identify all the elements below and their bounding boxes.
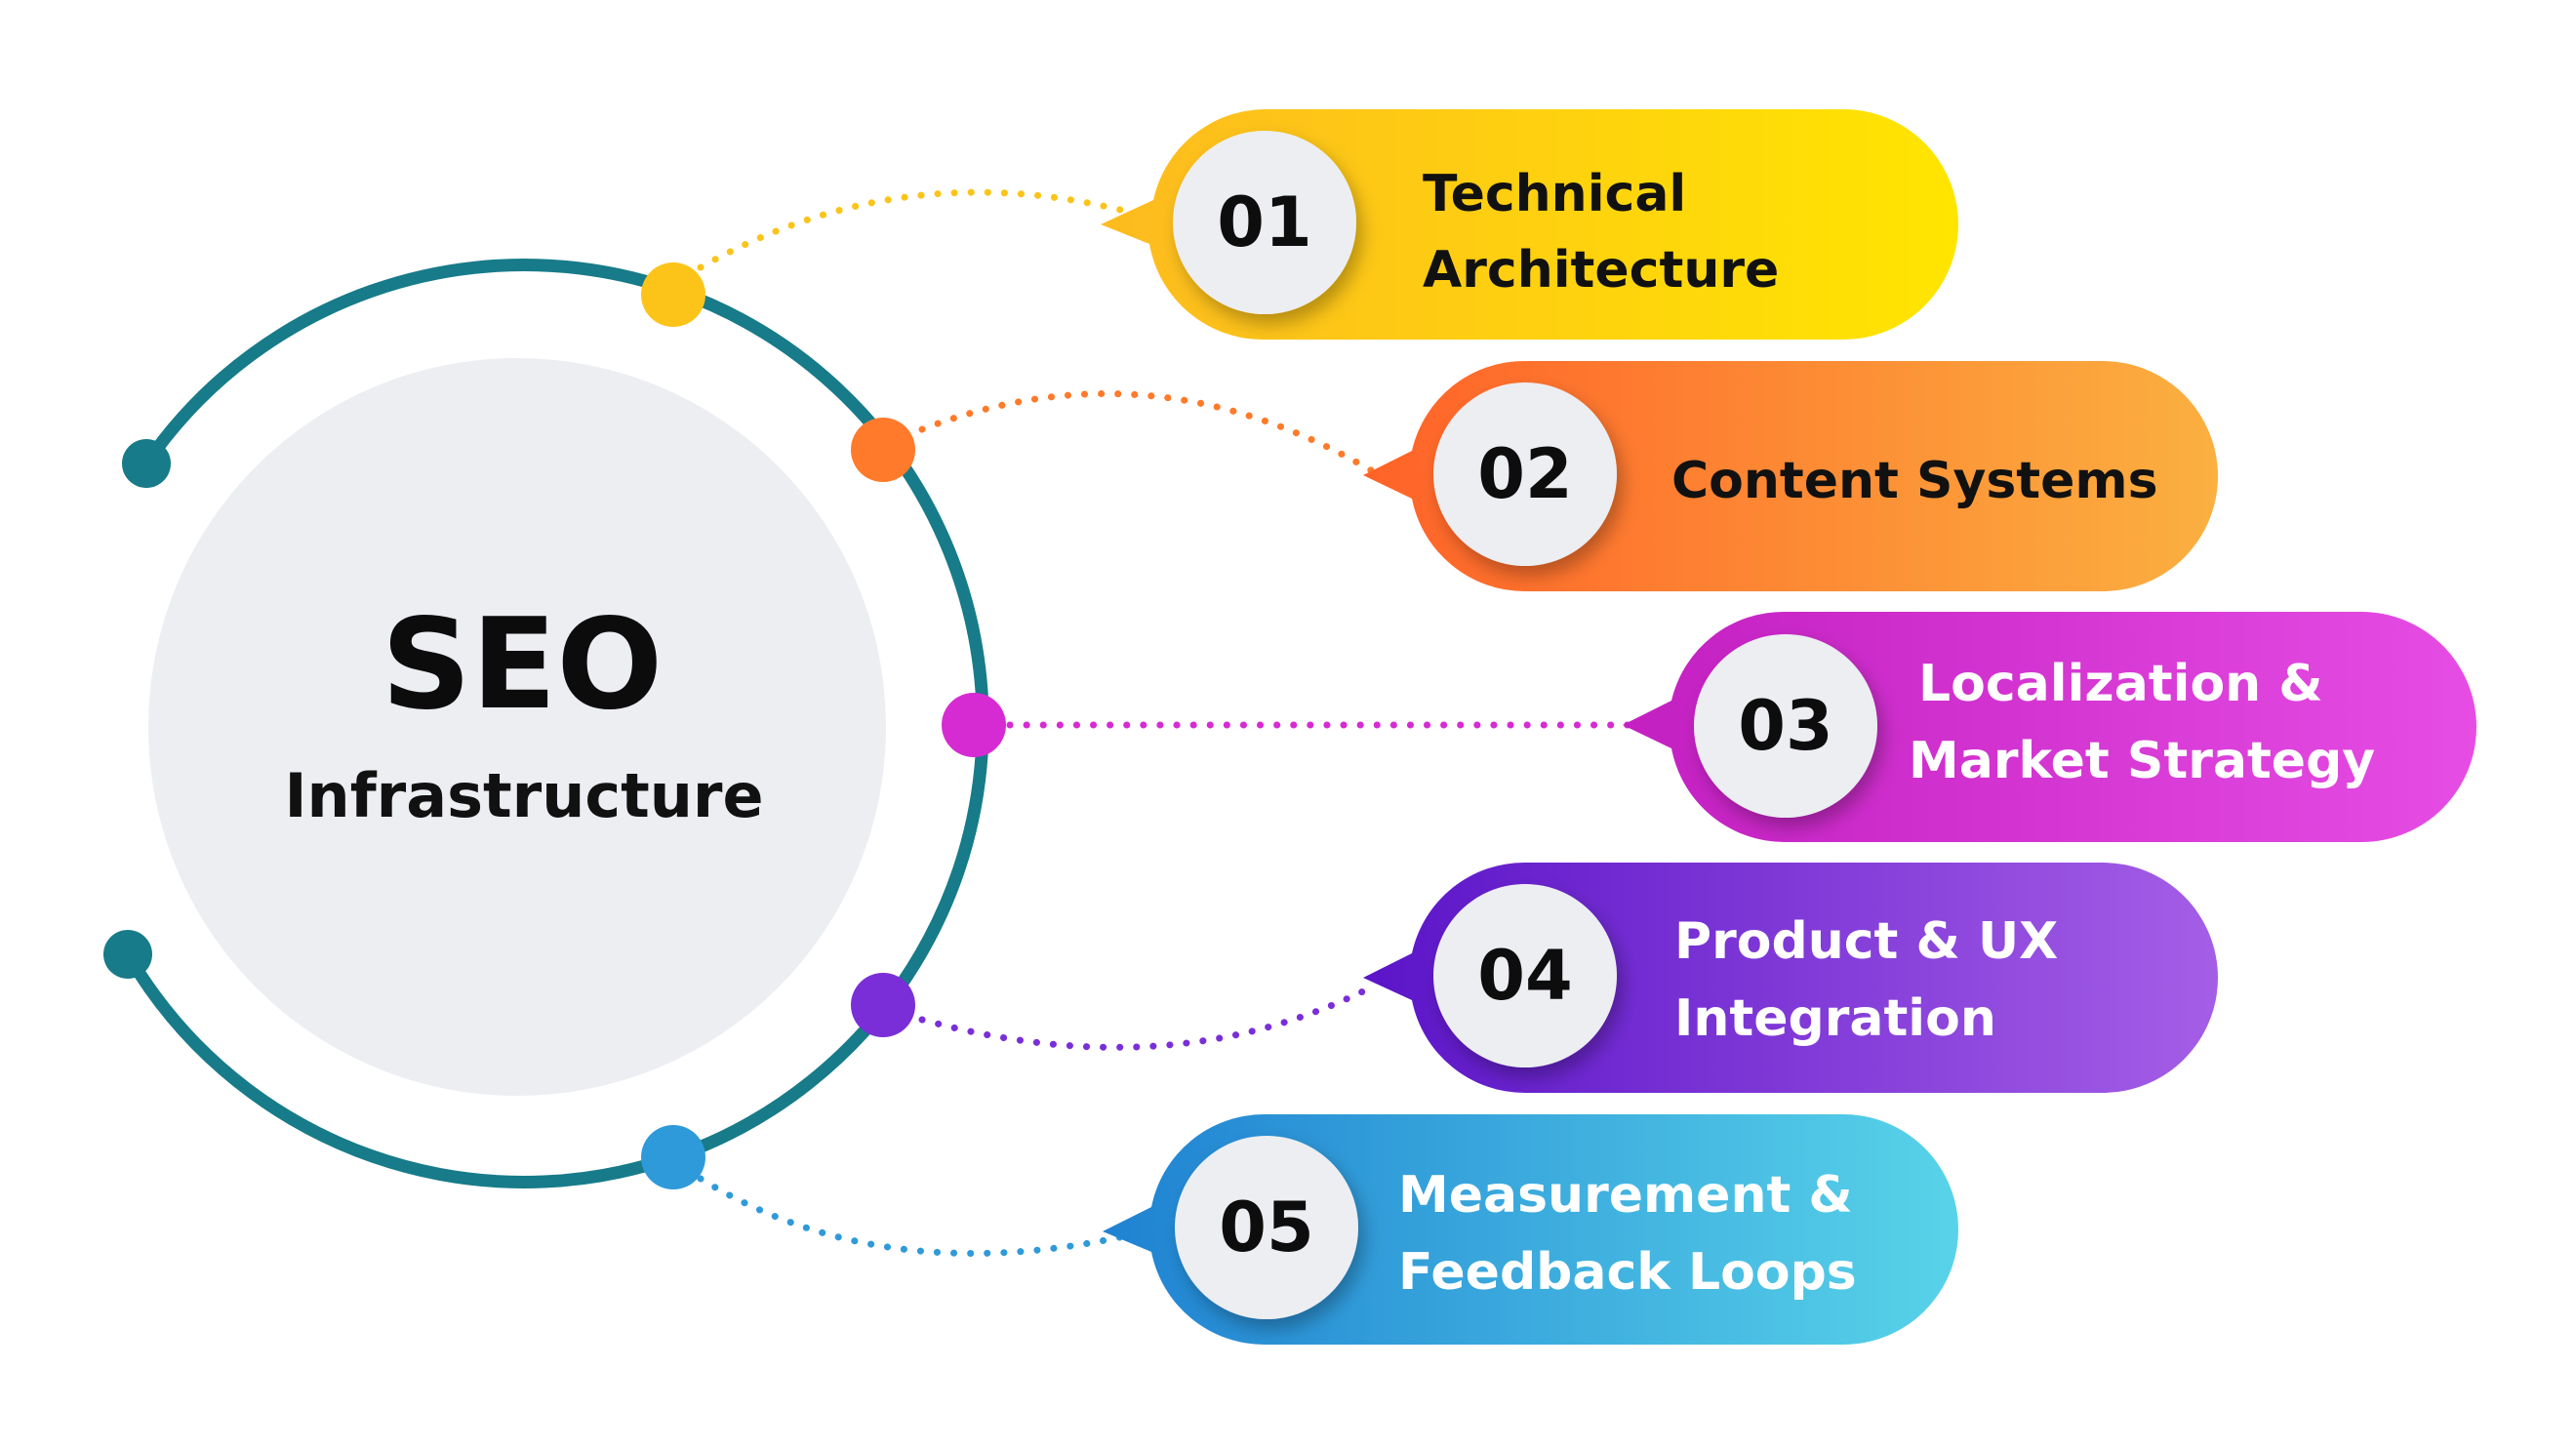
step-label-5-line-1: Measurement & bbox=[1398, 1166, 1853, 1225]
step-card-2: 02 Content Systems bbox=[1363, 360, 2218, 592]
step-number-2: 02 bbox=[1477, 434, 1572, 514]
step-label-3-line-2: Market Strategy bbox=[1909, 732, 2375, 790]
step-number-circle-4 bbox=[1433, 884, 1617, 1067]
step-label-5-line-2: Feedback Loops bbox=[1398, 1243, 1857, 1302]
step-label-2-line-1: Content Systems bbox=[1671, 452, 2158, 510]
step-label-1: Technical Architecture bbox=[1423, 165, 1779, 300]
step-number-3: 03 bbox=[1738, 686, 1832, 766]
center-circle bbox=[148, 358, 886, 1096]
step-number-circle-2 bbox=[1433, 382, 1617, 566]
connector-4 bbox=[918, 984, 1375, 1051]
step-number-1: 01 bbox=[1217, 182, 1311, 262]
step-label-1-line-1: Technical bbox=[1423, 165, 1686, 223]
step-card-5: 05 Measurement & Feedback Loops bbox=[1103, 1113, 1958, 1346]
ring-endpoint-top bbox=[122, 439, 171, 488]
ring-endpoint-bottom bbox=[103, 930, 152, 979]
step-label-4: Product & UX Integration bbox=[1674, 912, 2075, 1048]
step-label-3-line-1: Localization & bbox=[1918, 655, 2323, 713]
step-label-5: Measurement & Feedback Loops bbox=[1398, 1166, 1871, 1302]
step-number-circle-1 bbox=[1173, 131, 1356, 314]
step-card-4: 04 Product & UX Integration bbox=[1363, 862, 2218, 1094]
connector-5 bbox=[697, 1175, 1124, 1257]
ring-node-3 bbox=[942, 693, 1006, 757]
step-label-4-line-1: Product & UX bbox=[1674, 912, 2058, 971]
step-label-2: Content Systems bbox=[1671, 452, 2158, 510]
step-number-5: 05 bbox=[1219, 1187, 1313, 1268]
step-card-3: 03 Localization & Market Strategy bbox=[1623, 611, 2476, 843]
step-label-4-line-2: Integration bbox=[1674, 989, 1996, 1048]
center-title: SEO bbox=[382, 592, 663, 738]
ring-node-2 bbox=[851, 418, 915, 482]
step-label-3: Localization & Market Strategy bbox=[1909, 655, 2375, 790]
connector-2 bbox=[918, 390, 1375, 474]
center-subtitle: Infrastructure bbox=[284, 760, 763, 831]
step-card-1: 01 Technical Architecture bbox=[1101, 109, 1958, 341]
ring-node-5 bbox=[641, 1125, 705, 1189]
step-number-circle-3 bbox=[1694, 634, 1877, 818]
step-label-1-line-2: Architecture bbox=[1423, 241, 1779, 300]
step-number-4: 04 bbox=[1477, 936, 1572, 1016]
step-number-circle-5 bbox=[1175, 1136, 1358, 1319]
ring-node-1 bbox=[641, 262, 705, 327]
connector-1 bbox=[697, 188, 1124, 271]
ring-node-4 bbox=[851, 973, 915, 1037]
